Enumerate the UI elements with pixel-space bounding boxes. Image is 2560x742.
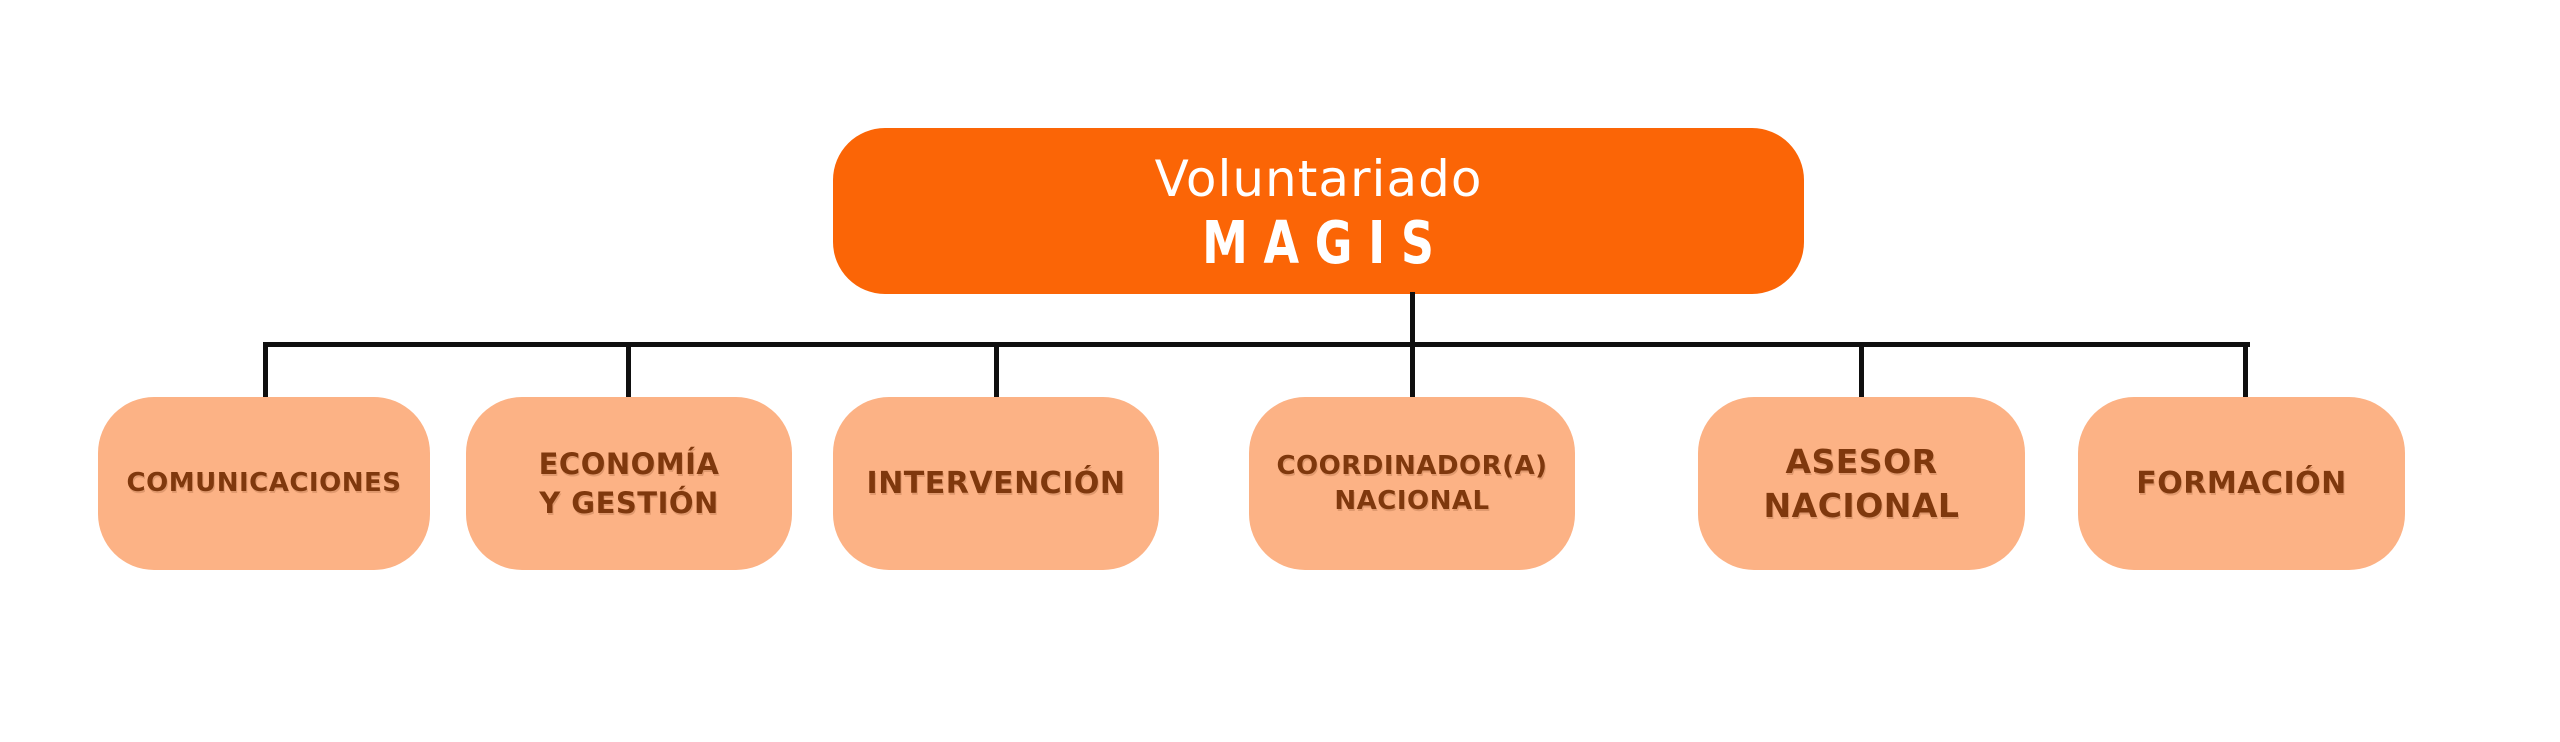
node-intervencion: INTERVENCIÓN: [833, 397, 1159, 570]
node-label: FORMACIÓN: [2136, 465, 2347, 501]
root-node-voluntariado-magis: Voluntariado MAGIS: [833, 128, 1804, 294]
connector-drop-formacion: [2243, 342, 2248, 398]
node-label: COORDINADOR(A) NACIONAL: [1276, 451, 1548, 516]
node-label: INTERVENCIÓN: [866, 465, 1126, 501]
connector-horizontal-bar: [263, 342, 2250, 347]
node-label: ECONOMÍA Y GESTIÓN: [538, 447, 720, 520]
node-economia-y-gestion: ECONOMÍA Y GESTIÓN: [466, 397, 792, 570]
node-coordinador-nacional: COORDINADOR(A) NACIONAL: [1249, 397, 1575, 570]
connector-drop-intervencion: [994, 342, 999, 398]
node-label: ASESOR NACIONAL: [1763, 441, 1960, 525]
connector-drop-asesor: [1859, 342, 1864, 398]
root-node-subtitle: MAGIS: [1202, 208, 1451, 278]
node-formacion: FORMACIÓN: [2078, 397, 2405, 570]
node-label: COMUNICACIONES: [126, 468, 402, 499]
node-comunicaciones: COMUNICACIONES: [98, 397, 430, 570]
node-asesor-nacional: ASESOR NACIONAL: [1698, 397, 2025, 570]
connector-drop-economia: [626, 342, 631, 398]
root-node-title: Voluntariado: [1154, 149, 1483, 208]
connector-drop-comunicaciones: [263, 342, 268, 398]
